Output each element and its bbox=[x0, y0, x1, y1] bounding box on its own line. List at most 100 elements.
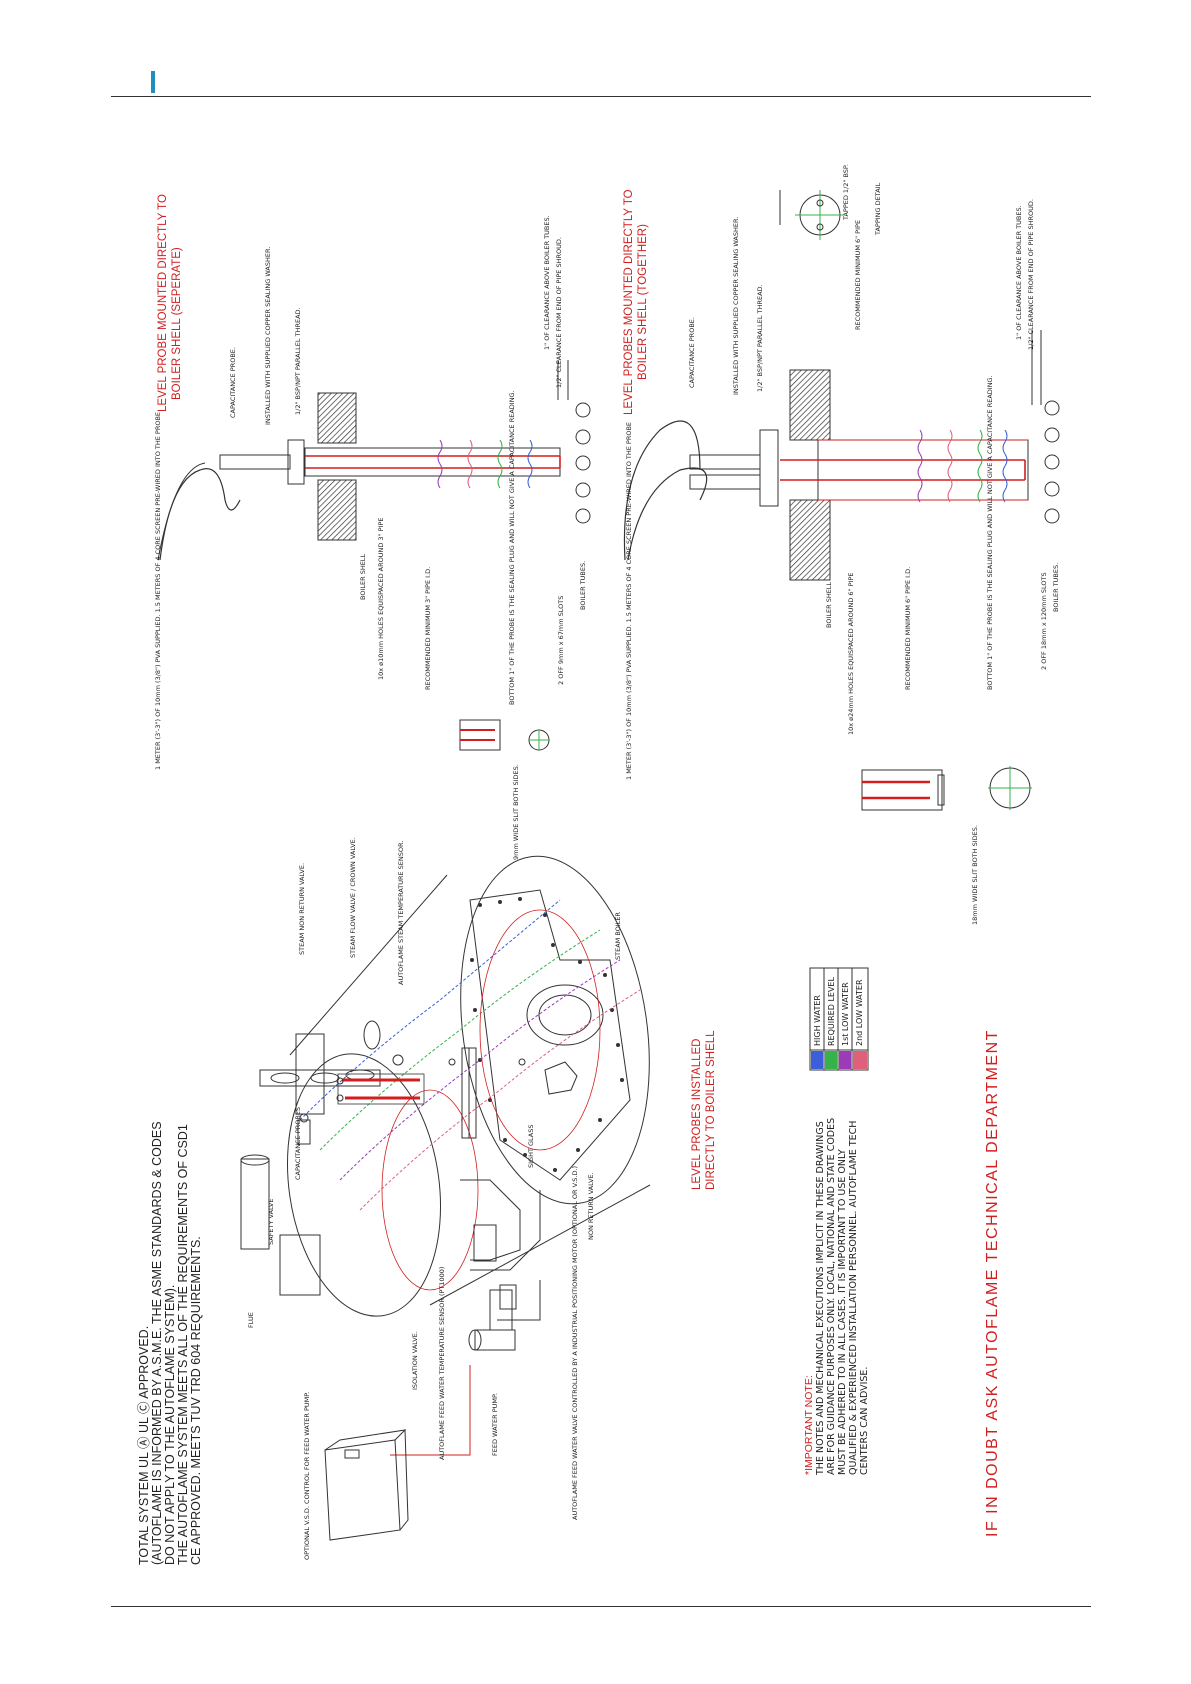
shell-title-line-2: DIRECTLY TO BOILER SHELL bbox=[705, 1030, 717, 1190]
label-vsd-control: OPTIONAL V.S.D. CONTROL FOR FEED WATER P… bbox=[303, 1392, 311, 1560]
header-rule bbox=[111, 96, 1091, 97]
probe-separate-pipe-label: RECOMMENDED MINIMUM 3" PIPE I.D. bbox=[424, 567, 432, 690]
important-note-line-2: ARE FOR GUIDANCE PURPOSES ONLY. LOCAL, N… bbox=[826, 1118, 837, 1475]
footer-rule bbox=[111, 1606, 1091, 1607]
label-safety-valve: SAFETY VALVE bbox=[267, 1199, 275, 1245]
probe-together-title-2: BOILER SHELL (TOGETHER) bbox=[637, 224, 649, 380]
legend-swatch-high-water bbox=[811, 1051, 823, 1069]
water-level-legend: HIGH WATER REQUIRED LEVEL 1st LOW WATER … bbox=[809, 967, 869, 1071]
label-sight-glass: SIGHT GLASS bbox=[527, 1124, 535, 1168]
label-steam-non-return: STEAM NON RETURN VALVE. bbox=[298, 863, 306, 955]
probe-together-title-1: LEVEL PROBES MOUNTED DIRECTLY TO bbox=[623, 189, 635, 415]
sight-glass-drawing bbox=[448, 1047, 526, 1139]
important-note-line-3: MUST BE ADHERED TO IN ALL CASES. IT IS I… bbox=[837, 1149, 848, 1475]
feed-water-pump-drawing bbox=[468, 1289, 516, 1351]
steam-pipe-flanges bbox=[259, 1069, 381, 1087]
probe-together-tubes-label: BOILER TUBES. bbox=[1052, 563, 1060, 612]
probe-together-clearance-tubes: 1" OF CLEARANCE ABOVE BOILER TUBES. bbox=[1015, 205, 1023, 340]
legend-swatch-required-level bbox=[825, 1051, 837, 1069]
tapping-detail-drawing bbox=[779, 190, 845, 240]
probe-separate-pipe bbox=[304, 447, 561, 477]
probe-together-thread-label: 1/2" BSP/NPT PARALLEL THREAD. bbox=[756, 284, 764, 392]
approval-line-5: CE APPROVED. MEETS TUV TRD 604 REQUIREME… bbox=[189, 1236, 203, 1565]
vsd-control-cabinet bbox=[324, 1429, 409, 1541]
label-flue: FLUE bbox=[247, 1312, 255, 1328]
approval-notes: TOTAL SYSTEM UL Ⓐ UL Ⓒ APPROVED. (AUTOFL… bbox=[137, 1121, 203, 1565]
shell-title: LEVEL PROBES INSTALLED DIRECTLY TO BOILE… bbox=[691, 1030, 717, 1190]
boiler-label-group: FLUE SAFETY VALVE CAPACITANCE PROBES STE… bbox=[247, 837, 622, 1560]
probe-together-tapping-label: TAPPING DETAIL bbox=[874, 182, 882, 236]
important-note-line-5: CENTERS CAN ADVISE. bbox=[859, 1367, 870, 1475]
important-note-heading: *IMPORTANT NOTE: bbox=[803, 1375, 815, 1475]
probe-together-min-pipe-label: RECOMMENDED MINIMUM 6" PIPE bbox=[854, 220, 862, 330]
important-note: *IMPORTANT NOTE: THE NOTES AND MECHANICA… bbox=[803, 1118, 870, 1476]
important-note-line-4: QUALIFIED & EXPERIENCED INSTALLATION PER… bbox=[848, 1121, 859, 1475]
legend-label-2nd-low-water: 2nd LOW WATER bbox=[855, 979, 864, 1046]
probe-detail-separate: LEVEL PROBE MOUNTED DIRECTLY TO BOILER S… bbox=[154, 194, 591, 860]
probe-together-cable-label: 1 METER (3'-3") OF 10mm (3/8") PVA SUPPL… bbox=[625, 422, 633, 780]
probe-together-clearance-shroud: 1/2" CLEARANCE FROM END OF PIPE SHROUD. bbox=[1027, 199, 1035, 350]
probe-separate-tubes-label: BOILER TUBES. bbox=[579, 561, 587, 610]
door-bolts bbox=[470, 897, 624, 1172]
steam-temp-sensor-icon bbox=[392, 1054, 404, 1066]
legend-label-high-water: HIGH WATER bbox=[813, 995, 822, 1046]
legend-swatch-2nd-low-water bbox=[853, 1051, 867, 1069]
probe-separate-capacitance-label: CAPACITANCE PROBE. bbox=[229, 347, 237, 418]
boiler-front-door bbox=[469, 889, 631, 1181]
probe-separate-slit-label: 9mm WIDE SLIT BOTH SIDES. bbox=[512, 764, 520, 860]
probe-separate-shell bbox=[317, 392, 357, 541]
probe-separate-washer-label: INSTALLED WITH SUPPLIED COPPER SEALING W… bbox=[264, 247, 272, 425]
probe-separate-cable bbox=[159, 468, 241, 561]
probe-together-shell-label: BOILER SHELL bbox=[825, 582, 833, 628]
probe-together-shell bbox=[789, 369, 831, 581]
probe-separate-clearance-tubes: 1" OF CLEARANCE ABOVE BOILER TUBES. bbox=[543, 215, 551, 350]
label-capacitance-probes: CAPACITANCE PROBES bbox=[294, 1107, 302, 1180]
probe-together-bottom-label: BOTTOM 1" OF THE PROBE IS THE SEALING PL… bbox=[986, 375, 994, 690]
boiler-top-edge bbox=[289, 874, 448, 1056]
important-note-line-1: THE NOTES AND MECHANICAL EXECUTIONS IMPL… bbox=[815, 1121, 826, 1476]
feed-water-piping bbox=[460, 1179, 541, 1321]
approval-line-4: THE AUTOFLAME SYSTEM MEETS ALL OF THE RE… bbox=[176, 1124, 190, 1565]
probe-together-pipe-label: RECOMMENDED MINIMUM 6" PIPE I.D. bbox=[904, 567, 912, 690]
header-accent-bar bbox=[151, 71, 155, 93]
steam-flow-valve-handwheel bbox=[363, 1020, 381, 1050]
label-non-return-valve: NON RETURN VALVE. bbox=[587, 1172, 595, 1240]
probe-together-holes-label: 10x ø24mm HOLES EQUISPACED AROUND 6" PIP… bbox=[847, 573, 855, 736]
probe-separate-title-2: BOILER SHELL (SEPERATE) bbox=[171, 247, 183, 400]
probe-separate-clearance-shroud: 1/2" CLEARANCE FROM END OF PIPE SHROUD. bbox=[555, 237, 563, 388]
boiler-rear-end bbox=[286, 1053, 442, 1317]
probe-separate-flange bbox=[287, 439, 305, 485]
probe-together-tubes bbox=[1044, 400, 1060, 524]
legend-swatch-1st-low-water bbox=[839, 1051, 851, 1069]
probe-together-cable-1 bbox=[623, 420, 701, 561]
probe-detail-together: LEVEL PROBES MOUNTED DIRECTLY TO BOILER … bbox=[623, 164, 1060, 925]
label-feed-water-pump: FEED WATER PUMP. bbox=[491, 1393, 499, 1456]
feed-water-control-wire bbox=[390, 1365, 471, 1456]
probe-separate-holes-label: 10x ø10mm HOLES EQUISPACED AROUND 3" PIP… bbox=[377, 518, 385, 681]
probe-separate-slots-label: 2 OFF 9mm x 67mm SLOTS bbox=[557, 596, 565, 685]
capacitance-probes-drawing bbox=[336, 1073, 425, 1105]
legend-label-1st-low-water: 1st LOW WATER bbox=[841, 982, 850, 1046]
probe-together-washer-label: INSTALLED WITH SUPPLIED COPPER SEALING W… bbox=[732, 217, 740, 395]
label-isolation-valve: ISOLATION VALVE. bbox=[411, 1331, 419, 1390]
legend-label-required-level: REQUIRED LEVEL bbox=[827, 977, 836, 1046]
probe-separate-body bbox=[219, 454, 291, 470]
shell-title-line-1: LEVEL PROBES INSTALLED bbox=[691, 1039, 703, 1190]
label-steam-flow-valve: STEAM FLOW VALVE / CROWN VALVE. bbox=[349, 837, 357, 958]
footer-note: IF IN DOUBT ASK AUTOFLAME TECHNICAL DEPA… bbox=[984, 1029, 1001, 1537]
probe-separate-slit-detail bbox=[459, 719, 550, 751]
probe-together-cable-2 bbox=[627, 467, 708, 561]
boiler-bottom-edge bbox=[429, 1184, 651, 1306]
boiler-burner-opening bbox=[544, 1061, 578, 1095]
probe-together-pipe bbox=[817, 439, 1029, 501]
label-feed-water-temp-sensor: AUTOFLAME FEED WATER TEMPERATURE SENSOR … bbox=[438, 1267, 446, 1460]
probe-separate-tubes bbox=[575, 402, 591, 524]
probe-separate-thread-label: 1/2" BSP/NPT PARALLEL THREAD. bbox=[294, 307, 302, 415]
approval-line-2: (AUTOFLAME IS INFORMED BY A.S.M.E. THE A… bbox=[150, 1121, 164, 1565]
label-steam-temp-sensor: AUTOFLAME STEAM TEMPERATURE SENSOR. bbox=[397, 841, 405, 985]
probe-together-capacitance-label: CAPACITANCE PROBE. bbox=[688, 317, 696, 388]
probe-together-tapped-label: TAPPED 1/2" BSP. bbox=[842, 164, 850, 221]
label-feed-water-valve: AUTOFLAME FEED WATER VALVE CONTROLLED BY… bbox=[571, 1166, 579, 1520]
